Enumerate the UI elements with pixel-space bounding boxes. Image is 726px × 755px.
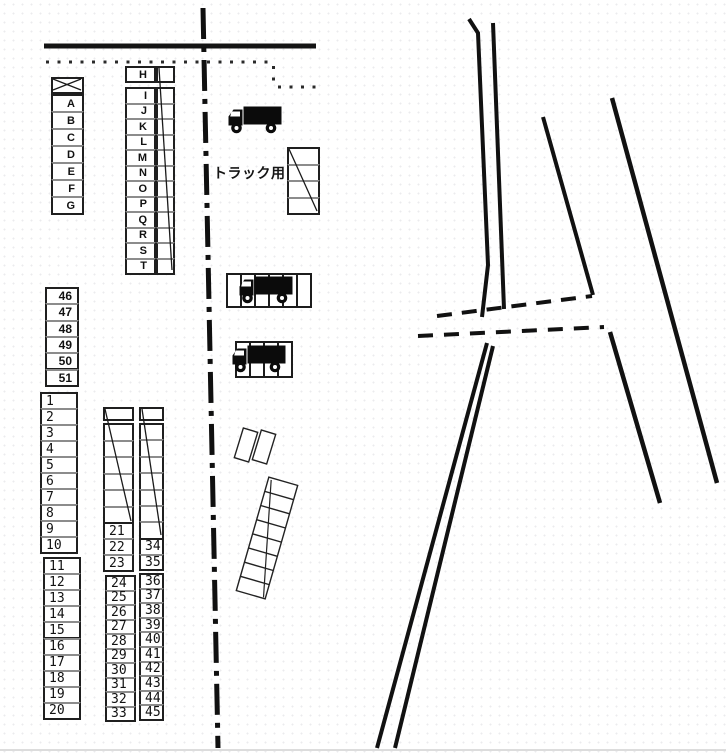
bottom-edge-line (0, 749, 726, 751)
column-h: H (125, 66, 156, 83)
stall-12: 12 (43, 573, 81, 592)
stall-J: J (125, 102, 156, 120)
stall-10: 10 (40, 536, 78, 554)
stall-B: B (51, 111, 84, 130)
center-dashdot-line (200, 7, 221, 749)
stall-20: 20 (43, 701, 81, 720)
stall-1: 1 (40, 392, 78, 410)
stall-O: O (125, 180, 156, 198)
stall-22: 22 (103, 538, 134, 556)
stall-28: 28 (105, 633, 136, 650)
truck-icon (228, 106, 282, 134)
stall-G: G (51, 196, 84, 215)
stall-45: 45 (139, 704, 164, 721)
column-x-cell (51, 77, 84, 94)
stall-35: 35 (139, 553, 164, 571)
truck-parking-box (235, 341, 293, 378)
stall-23: 23 (103, 554, 134, 572)
stall-19: 19 (43, 685, 81, 704)
stall-41: 41 (139, 646, 164, 663)
stall-51: 51 (45, 368, 79, 387)
angled-stall (251, 429, 277, 465)
stall-39: 39 (139, 616, 164, 634)
truck-icon (239, 276, 293, 304)
stall-31: 31 (105, 676, 136, 693)
column-truck-crossed (287, 147, 320, 215)
column-21-crossed (103, 423, 134, 524)
strike-lines (52, 67, 318, 536)
stall-15: 15 (43, 621, 81, 640)
stall-47: 47 (45, 303, 79, 322)
stall-13: 13 (43, 589, 81, 608)
column-21-header (103, 407, 134, 421)
truck-parking-box (226, 273, 312, 308)
stall-T: T (125, 257, 156, 275)
stall-25: 25 (105, 589, 136, 606)
column-h-crossed (156, 66, 175, 83)
stall-empty (156, 66, 175, 83)
stall-empty (156, 257, 175, 275)
ladder-stalls-crossed (235, 476, 299, 600)
roads-layer (375, 17, 720, 749)
column-34-header (139, 407, 164, 421)
stall-empty (103, 407, 134, 421)
stall-26: 26 (105, 604, 136, 621)
stall-38: 38 (139, 602, 164, 619)
stall-empty (287, 196, 320, 215)
stall-H: H (125, 66, 156, 83)
stall-11: 11 (43, 557, 81, 576)
column-i-t-crossed (156, 87, 175, 275)
stall-empty (139, 407, 164, 421)
stall-37: 37 (139, 587, 164, 605)
stall-33: 33 (105, 705, 136, 722)
column-34-crossed (139, 423, 164, 540)
angled-stall (233, 427, 259, 463)
stall-empty (51, 77, 84, 94)
truck-icon (232, 345, 286, 373)
stall-44: 44 (139, 689, 164, 707)
truck-area-label: トラック用 (213, 165, 286, 181)
dotted-boundary (46, 60, 320, 89)
